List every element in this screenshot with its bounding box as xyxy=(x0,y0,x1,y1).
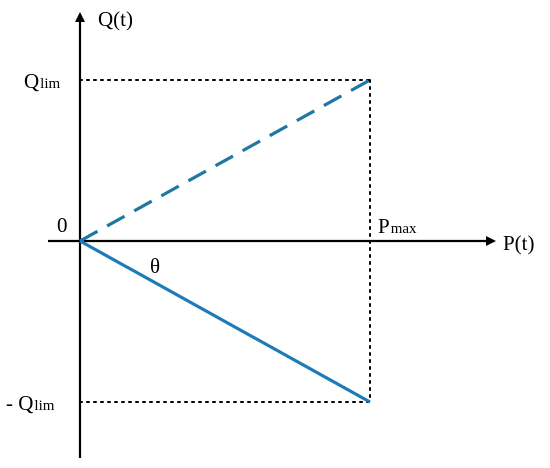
p-max-label: Pmax xyxy=(378,214,417,238)
x-axis-label: P(t) xyxy=(503,231,535,255)
origin-label: 0 xyxy=(57,213,68,237)
q-upper-label: Qlim xyxy=(24,69,61,93)
q-lower-label: - Qlim xyxy=(6,391,55,415)
lower-limit-line xyxy=(79,239,371,404)
upper-limit-line xyxy=(79,78,371,243)
y-axis-label: Q(t) xyxy=(98,7,133,31)
theta-label: θ xyxy=(150,254,160,278)
